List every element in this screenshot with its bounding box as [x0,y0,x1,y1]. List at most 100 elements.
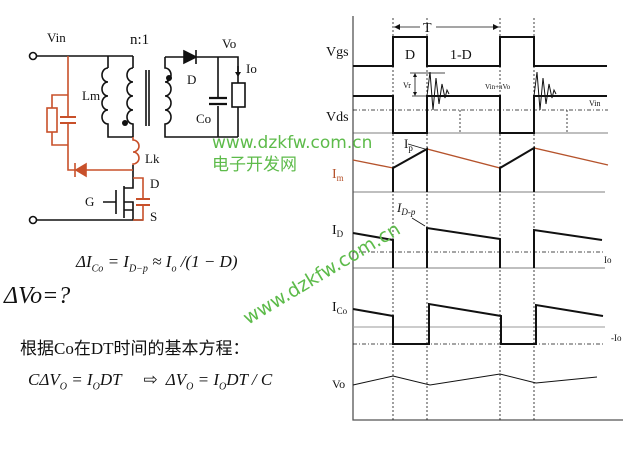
output-capacitor-icon [209,96,227,106]
ratio-label: n:1 [130,32,149,48]
period-label: T [423,21,432,36]
primary-coil-icon [126,67,134,137]
vo-wave [352,373,598,386]
ico-label-main: I [332,300,337,315]
vin-ref-label: Vin [589,99,601,108]
watermark-name: 电子开发网 [212,155,297,175]
implies-arrow-icon: ⇨ [143,370,158,389]
vgs-wave [353,36,607,67]
io-arrow-head-icon [235,72,241,77]
eq-part: ΔV [165,370,187,389]
id-wave [352,226,603,268]
eq-part: D−p [128,263,148,275]
io-label: Io [246,61,257,76]
gate-label: G [85,194,94,209]
eq-part: O [59,381,67,393]
ico-label-sub: Co [337,306,348,316]
vin-nvo-label: Vin+nVo [485,83,511,91]
snubber-wire [67,56,133,171]
ip-label-sub: p [408,143,413,153]
io-ref-label: Io [604,255,612,265]
top-wire [37,55,134,68]
output-diode-icon [183,49,198,65]
id-label-main: I [332,223,337,238]
eq-part: = I [66,370,93,389]
eq-part: /(1 − D) [176,252,238,271]
eq-part: = I [193,370,219,389]
eq-part: ≈ I [147,252,172,271]
ground-terminal [28,215,38,225]
eq-part: O [186,381,194,393]
idp-pointer [411,217,426,227]
lm-coil-icon [101,67,133,138]
delta-vo-question: ΔVo=? [4,283,71,309]
vin-label: Vin [47,30,66,45]
snubber-capacitor-icon [60,116,76,124]
im-wave [352,147,609,169]
snubber-resistor-icon [46,107,58,133]
basis-text: 根据Co在DT时间的基本方程： [20,339,250,358]
load-resistor-icon [231,82,246,108]
neg-io-label: -Io [611,333,622,343]
drain-label: D [150,176,159,191]
capacitor-equation: CΔVO = IODT ⇨ΔVO = IODT / C [28,370,272,392]
off-duty-label: 1-D [450,48,472,63]
idp-label-main: I [396,200,402,215]
baselines [353,132,608,269]
im-switch-current [392,146,535,192]
im-label-main: I [332,167,337,182]
time-markers [392,18,568,420]
vr-marker [410,72,445,97]
vr-label: Vr [403,81,411,90]
waveform-labels: Vgs Vds Im ID Io ICo -Io Vo T D 1-D Vr V… [326,21,622,391]
id-label-sub: D [337,229,344,239]
idp-label: ID-p [396,200,416,217]
eq-part: DT [99,370,122,389]
watermark-url: www.dzkfw.com.cn [212,133,372,153]
snubber-resistor-wire [51,94,68,146]
id-label: ID [332,223,344,239]
secondary-dot [166,75,172,81]
transformer-core [145,70,150,126]
circuit-labels: Vin n:1 Vo Io D Lm Co Lk D G S [47,30,257,224]
eq-part: Co [91,263,104,275]
eq-part: = I [103,252,129,271]
vds-ringing-1 [426,71,450,111]
ico-wave [352,302,604,345]
axes [352,16,623,421]
eq-part: O [219,381,227,393]
waveforms [352,16,623,421]
vo-label: Vo [222,36,236,51]
lm-label: Lm [82,88,100,103]
diode-label: D [187,72,196,87]
duty-label: D [405,48,415,63]
circuit [28,49,246,225]
eq-part: ΔI [76,252,92,271]
vds-wave [353,95,607,134]
vgs-label: Vgs [326,45,349,60]
ip-label-main: I [404,136,408,151]
delta-ico-equation: ΔICo = ID−p ≈ Io /(1 − D) [76,252,237,274]
ico-label: ICo [332,300,348,316]
output-wires [165,56,239,137]
lk-label: Lk [145,151,160,166]
im-label-sub: m [337,173,344,183]
coss-capacitor-icon [136,198,150,206]
ip-label: Ip [404,136,413,153]
lk-coil-icon [132,137,140,165]
ip-pointer [407,143,426,150]
eq-part: O [92,381,100,393]
co-label: Co [196,111,211,126]
primary-dot [122,120,128,126]
source-label: S [150,209,157,224]
mosfet-icon [37,165,143,221]
vo-wave-label: Vo [332,377,345,391]
vin-terminal [28,51,38,61]
eq-part: CΔV [28,370,60,389]
clamp-diode-icon [74,162,87,178]
snubber [46,56,150,221]
vds-ringing-2 [533,71,557,111]
vds-label: Vds [326,110,349,125]
eq-part: o [171,263,177,275]
